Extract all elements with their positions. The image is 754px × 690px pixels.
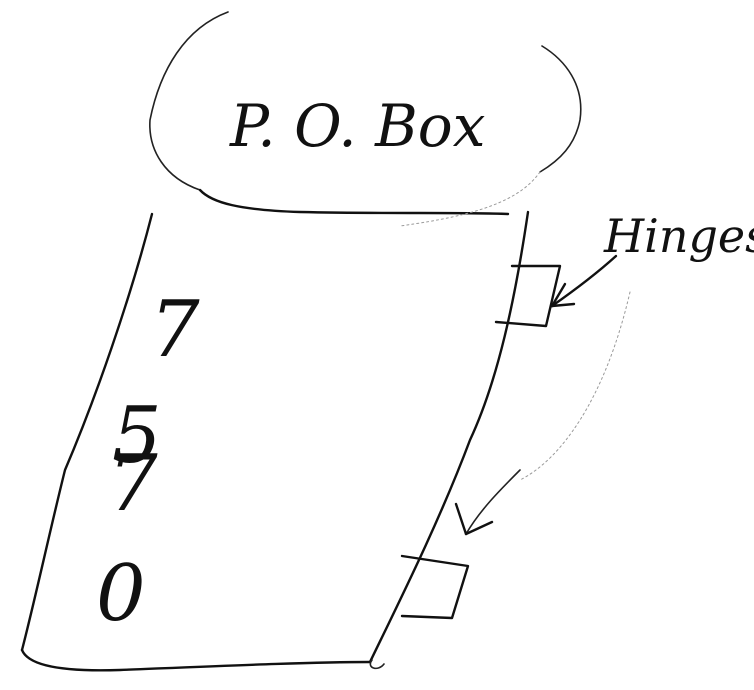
box-number-digit-3: 7 <box>108 439 158 529</box>
upper-hinge <box>496 266 560 326</box>
box-number-digit-1: 7 <box>150 285 200 375</box>
box-number-digit-4: 0 <box>96 549 146 639</box>
arrow-to-upper-hinge <box>552 256 616 306</box>
sign-title: P. O. Box <box>229 92 485 160</box>
lower-hinge <box>402 556 468 618</box>
hinges-label: Hinges <box>603 209 754 263</box>
